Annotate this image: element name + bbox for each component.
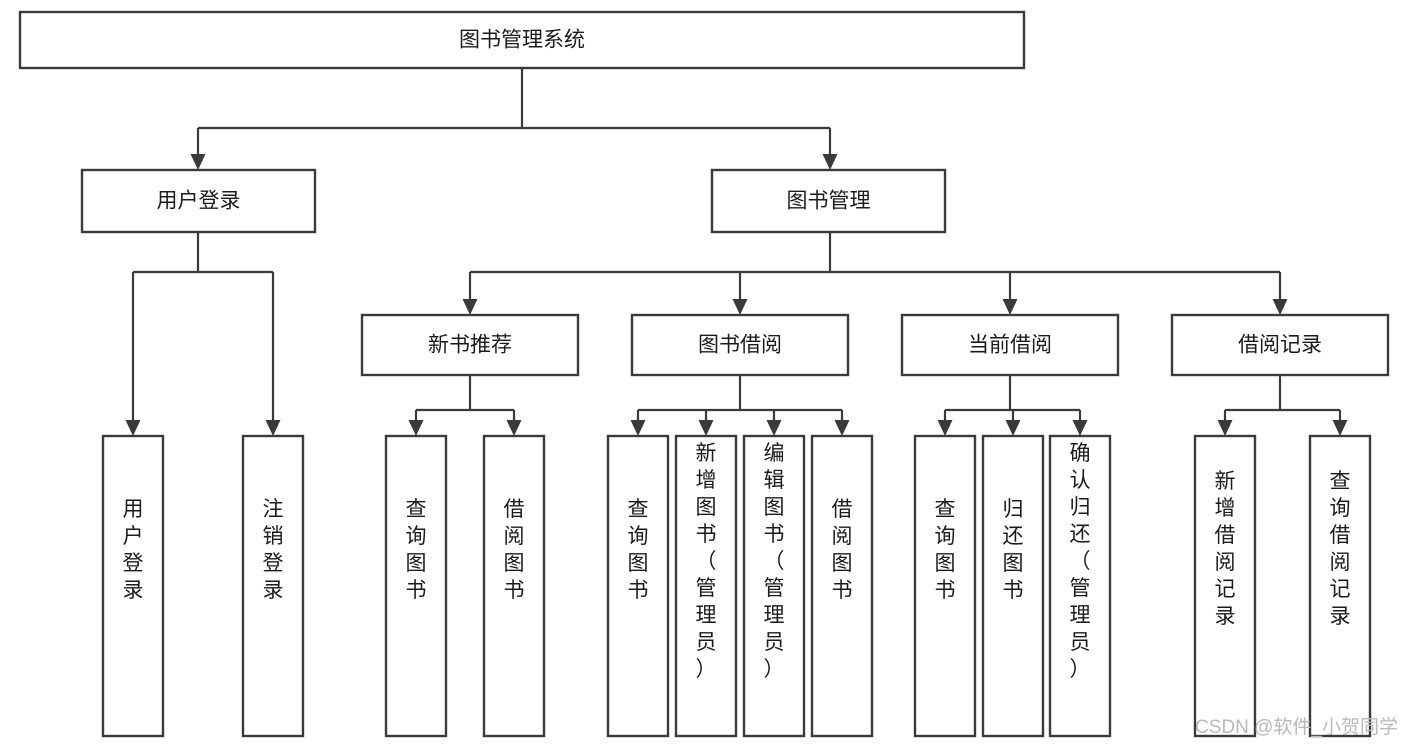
arrow-to-new-book-recommend-icon [462,299,478,315]
leaf-node-return-book-box[interactable] [981,434,1045,738]
node-current-borrow-label: 当前借阅 [968,334,1052,357]
arrow-to-leaf-query-book-rec-icon [408,420,424,436]
arrow-to-leaf-add-borrow-record-icon [1217,420,1233,436]
node-borrow-record-label: 借阅记录 [1238,334,1322,357]
leaf-node-add-borrow-record-box[interactable] [1193,434,1257,738]
arrow-to-leaf-logout-login-icon [265,420,281,436]
leaf-node-confirm-return-admin-box[interactable] [1048,434,1112,738]
leaf-node-borrow-book-rec-box[interactable] [482,434,546,738]
node-new-book-recommend-box[interactable] [360,313,580,377]
leaf-node-add-book-admin-label: 新增图书（管理员） [696,442,717,681]
node-book-borrow[interactable]: 图书借阅 [630,313,850,377]
node-user-login[interactable]: 用户登录 [80,168,317,234]
arrow-root-to-book-manage-icon [822,154,838,170]
leaf-node-borrow-book[interactable]: 借阅图书 [810,434,874,738]
arrow-to-leaf-return-book-icon [1005,420,1021,436]
node-borrow-record[interactable]: 借阅记录 [1170,313,1390,377]
leaf-node-borrow-book-rec[interactable]: 借阅图书 [482,434,546,738]
leaf-node-return-book[interactable]: 归还图书 [981,434,1045,738]
leaf-node-query-book-rec-box[interactable] [384,434,448,738]
node-borrow-record-box[interactable] [1170,313,1390,377]
leaf-node-logout-login-label: 注销登录 [263,498,284,602]
leaf-node-logout-login-box[interactable] [241,434,305,738]
arrow-to-leaf-edit-book-admin-icon [766,420,782,436]
leaf-node-query-book-borrow[interactable]: 查询图书 [606,434,670,738]
node-new-book-recommend-label: 新书推荐 [428,334,512,357]
node-root-box[interactable] [18,10,1026,70]
leaf-node-query-borrow-record-label: 查询借阅记录 [1330,470,1351,628]
leaf-node-user-login-box[interactable] [101,434,165,738]
leaf-node-add-book-admin[interactable]: 新增图书（管理员） [674,434,738,738]
leaf-nodes-layer: 用户登录 注销登录 查询图书 借阅图书 查询图书 新增图书（管理员） [101,434,1372,738]
leaf-node-logout-login[interactable]: 注销登录 [241,434,305,738]
leaf-node-add-borrow-record-label: 新增借阅记录 [1215,470,1236,628]
arrow-root-to-user-login-icon [190,154,206,170]
node-user-login-box[interactable] [80,168,317,234]
leaf-node-query-book-cur[interactable]: 查询图书 [913,434,977,738]
node-user-login-label: 用户登录 [157,190,241,213]
arrow-to-leaf-query-book-cur-icon [937,420,953,436]
arrow-to-book-borrow-icon [732,299,748,315]
leaf-node-query-borrow-record[interactable]: 查询借阅记录 [1308,434,1372,738]
leaf-node-query-book-borrow-label: 查询图书 [628,498,649,602]
node-current-borrow-box[interactable] [900,313,1120,377]
csdn-watermark: CSDN @软件_小贺同学 [1195,716,1398,738]
leaf-node-query-borrow-record-box[interactable] [1308,434,1372,738]
arrow-to-borrow-record-icon [1272,299,1288,315]
node-book-manage[interactable]: 图书管理 [710,168,947,234]
node-book-manage-box[interactable] [710,168,947,234]
leaf-node-query-book-cur-label: 查询图书 [935,498,956,602]
arrow-to-leaf-borrow-book-icon [834,420,850,436]
arrow-to-leaf-user-login-icon [125,420,141,436]
node-book-borrow-box[interactable] [630,313,850,377]
leaf-node-query-book-rec-label: 查询图书 [406,498,427,602]
leaf-node-borrow-book-rec-label: 借阅图书 [504,498,525,602]
leaf-node-add-borrow-record[interactable]: 新增借阅记录 [1193,434,1257,738]
leaf-node-edit-book-admin-label: 编辑图书（管理员） [764,442,785,681]
leaf-node-query-book-rec[interactable]: 查询图书 [384,434,448,738]
node-current-borrow[interactable]: 当前借阅 [900,313,1120,377]
leaf-node-query-book-cur-box[interactable] [913,434,977,738]
arrow-to-leaf-add-book-admin-icon [698,420,714,436]
leaf-node-query-book-borrow-box[interactable] [606,434,670,738]
leaf-node-confirm-return-admin-label: 确认归还（管理员） [1070,442,1091,681]
arrow-to-leaf-query-borrow-record-icon [1332,420,1348,436]
arrow-to-current-borrow-icon [1002,299,1018,315]
arrow-to-leaf-confirm-return-admin-icon [1072,420,1088,436]
leaf-node-return-book-label: 归还图书 [1003,498,1024,602]
leaf-node-user-login-label: 用户登录 [123,498,144,602]
leaf-node-edit-book-admin[interactable]: 编辑图书（管理员） [742,434,806,738]
node-book-borrow-label: 图书借阅 [698,334,782,357]
connectors-layer [125,68,1348,436]
node-new-book-recommend[interactable]: 新书推荐 [360,313,580,377]
leaf-node-add-book-admin-box[interactable] [674,434,738,738]
node-root-label: 图书管理系统 [459,29,585,52]
arrow-to-leaf-query-book-borrow-icon [630,420,646,436]
arrow-to-leaf-borrow-book-rec-icon [506,420,522,436]
leaf-node-edit-book-admin-box[interactable] [742,434,806,738]
node-root[interactable]: 图书管理系统 [18,10,1026,70]
leaf-node-confirm-return-admin[interactable]: 确认归还（管理员） [1048,434,1112,738]
leaf-node-user-login[interactable]: 用户登录 [101,434,165,738]
leaf-node-borrow-book-box[interactable] [810,434,874,738]
node-book-manage-label: 图书管理 [787,190,871,213]
leaf-node-borrow-book-label: 借阅图书 [832,498,853,602]
